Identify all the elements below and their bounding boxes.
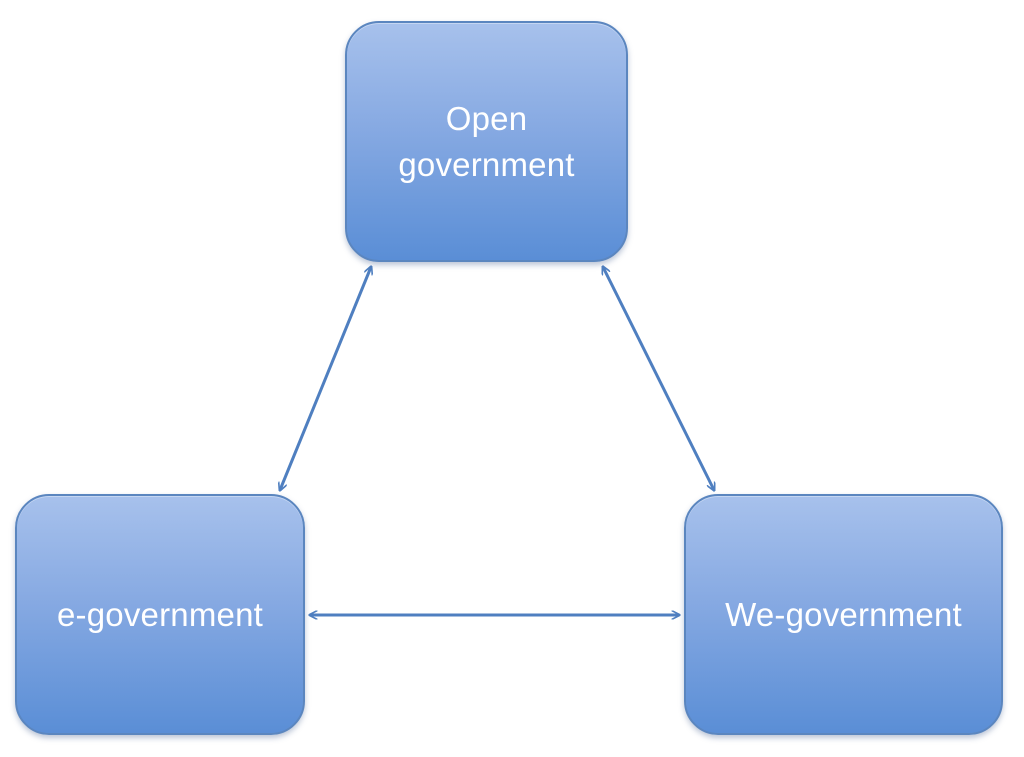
node-e-government: e-government: [15, 494, 305, 735]
node-we-label: We-government: [725, 595, 962, 633]
node-we-government: We-government: [684, 494, 1003, 735]
arrow-open-to-we: [603, 267, 714, 490]
node-e-label: e-government: [56, 595, 263, 633]
arrow-open-to-e: [280, 267, 371, 490]
node-open-line2: government: [398, 145, 575, 183]
node-open-line1: Open: [445, 99, 528, 137]
node-open-government: Open government: [345, 21, 628, 262]
